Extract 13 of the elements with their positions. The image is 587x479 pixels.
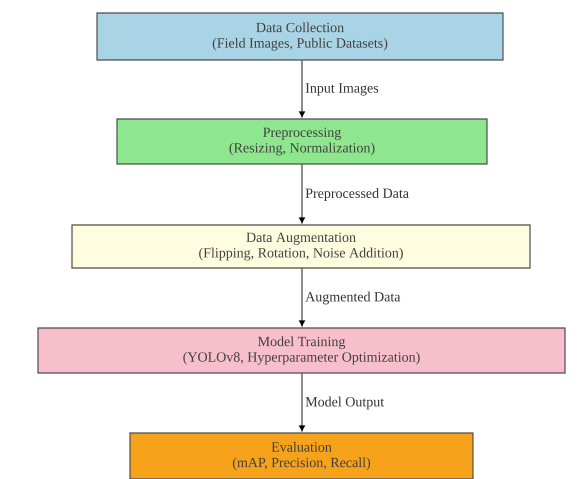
data-collection-box: Data Collection (Field Images, Public Datasets) (96, 12, 504, 61)
augmentation-box: Data Augmentation (Flipping, Rotation, Noise Addition) (71, 224, 531, 269)
edge-label: Augmented Data (304, 290, 402, 306)
arrow (298, 164, 306, 224)
training-box: Model Training (YOLOv8, Hyperparameter Optimization) (37, 327, 566, 374)
arrow (298, 373, 306, 432)
arrow (298, 60, 306, 118)
arrow (298, 268, 306, 326)
edge-label: Input Images (304, 82, 380, 97)
evaluation-box: Evaluation (mAP, Precision, Recall) (129, 432, 474, 479)
edge-label: Preprocessed Data (304, 187, 410, 202)
preprocessing-box: Preprocessing (Resizing, Normalization) (116, 118, 488, 165)
edge-label: Model Output (304, 396, 386, 410)
